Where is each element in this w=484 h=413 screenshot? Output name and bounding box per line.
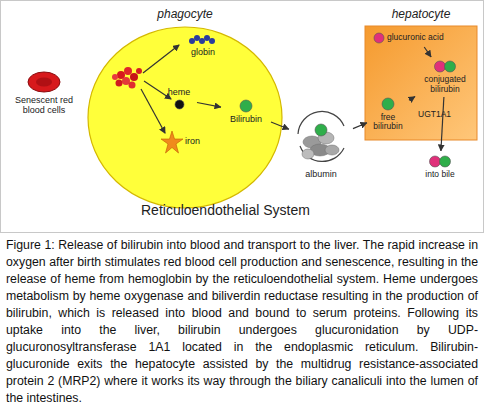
molecule-node: iron <box>161 129 215 155</box>
cell-heading: phagocyte <box>87 8 283 21</box>
molecule-icon <box>428 155 452 168</box>
molecule-shape <box>161 131 183 153</box>
molecule-icon <box>373 32 385 44</box>
molecule-node: into bile <box>413 151 467 183</box>
node-label: Senescent red blood cells <box>12 96 76 116</box>
node-label: free bilirubin <box>367 113 409 132</box>
molecule-icon <box>188 34 218 46</box>
caption-text: Figure 1: Release of bilirubin into bloo… <box>6 238 478 405</box>
molecule-shape <box>26 70 62 94</box>
flow-arrow <box>353 123 367 129</box>
connector-layer <box>1 1 484 234</box>
cell-ellipse <box>87 4 283 209</box>
molecule-node: free bilirubin <box>367 95 409 133</box>
molecule-shape <box>428 155 452 168</box>
node-label: heme <box>168 88 191 98</box>
molecule-node: heme <box>161 85 197 113</box>
molecule-node: albumin <box>289 99 353 185</box>
molecule-icon <box>239 99 253 113</box>
node-label: conjugated bilirubin <box>415 75 475 94</box>
molecule-shape <box>239 99 253 113</box>
molecule-icon <box>161 131 183 153</box>
molecule-shape <box>373 32 385 44</box>
flow-arrow <box>409 96 415 100</box>
molecule-shape <box>174 99 185 110</box>
molecule-node: Bilirubin <box>221 95 271 129</box>
molecule-icon <box>174 99 185 110</box>
molecule-node: globin <box>177 31 229 61</box>
node-label: glucuronic acid <box>387 33 444 42</box>
flow-arrow <box>424 47 431 57</box>
node-label: albumin <box>305 170 337 180</box>
molecule-icon <box>290 104 352 168</box>
node-label: into bile <box>425 170 454 179</box>
node-label: Bilirubin <box>230 115 262 125</box>
figure-caption: Figure 1: Release of bilirubin into bloo… <box>6 237 478 407</box>
molecule-shape <box>290 104 352 168</box>
system-label: Reticuloendothelial System <box>141 202 310 218</box>
molecule-node: glucuronic acid <box>373 29 463 47</box>
molecule-shape <box>433 60 457 73</box>
flow-arrow <box>197 102 221 107</box>
flow-arrow <box>271 122 289 129</box>
flow-arrow <box>441 97 444 151</box>
figure-panel: Senescent red blood cells phagocyte globin… <box>0 0 484 233</box>
node-label: globin <box>191 48 215 58</box>
molecule-icon <box>433 60 457 73</box>
molecule-shape <box>381 97 395 111</box>
hepatocyte-cell: hepatocyte glucuronic acid conjugated bili… <box>363 4 479 142</box>
molecule-icon <box>26 70 62 94</box>
phagocyte-cell: phagocyte globin heme iron Bilirubin <box>87 4 283 209</box>
enzyme-label: UGT1A1 <box>418 110 451 119</box>
molecule-node: Senescent red blood cells <box>4 61 84 125</box>
molecule-shape <box>188 34 218 46</box>
molecule-node: conjugated bilirubin <box>415 57 475 97</box>
node-label: iron <box>185 137 200 147</box>
cell-heading: hepatocyte <box>363 8 479 21</box>
molecule-icon <box>381 97 395 111</box>
